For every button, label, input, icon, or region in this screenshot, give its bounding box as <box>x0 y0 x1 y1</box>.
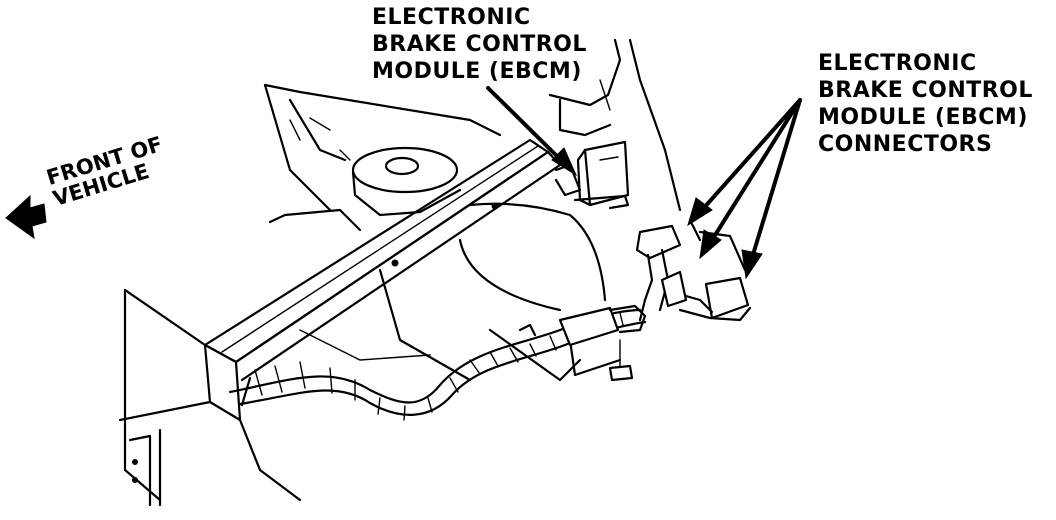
ebcm-connectors <box>635 224 752 322</box>
connectors-label-line-4: CONNECTORS <box>818 132 993 157</box>
ebcm-label-line-3: MODULE (EBCM) <box>372 59 582 84</box>
ebcm-label-line-1: ELECTRONIC <box>372 5 531 30</box>
ebcm-label: ELECTRONIC BRAKE CONTROL MODULE (EBCM) <box>372 4 587 85</box>
ebcm-label-line-2: BRAKE CONTROL <box>372 32 587 57</box>
fastener-nut <box>608 339 634 382</box>
leader-arrows <box>486 86 802 280</box>
cowl-pillar <box>548 38 702 242</box>
wiring-harness <box>228 304 647 421</box>
arrow-left-icon <box>5 194 47 240</box>
ebcm-module <box>554 140 630 210</box>
connectors-label-line-3: MODULE (EBCM) <box>818 105 1028 130</box>
connectors-label-line-1: ELECTRONIC <box>818 51 977 76</box>
strut-tower <box>263 83 502 232</box>
frame-rail <box>203 138 562 422</box>
inner-fender <box>458 202 622 382</box>
ebcm-connectors-label: ELECTRONIC BRAKE CONTROL MODULE (EBCM) C… <box>818 50 1033 158</box>
connectors-label-line-2: BRAKE CONTROL <box>818 78 1033 103</box>
body-panels <box>118 268 472 507</box>
